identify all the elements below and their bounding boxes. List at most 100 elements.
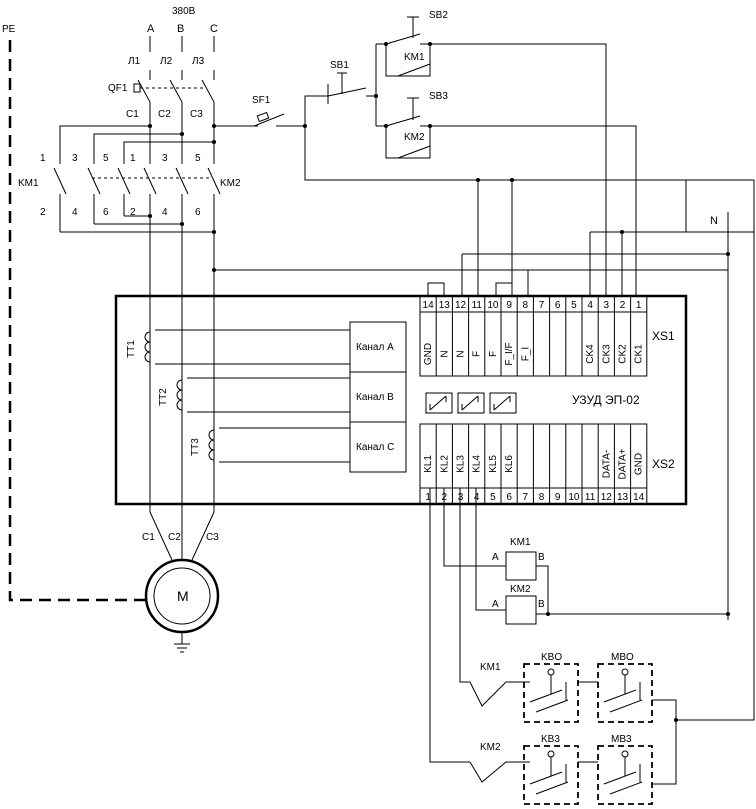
tt2-coil [176,377,350,413]
junction [510,178,514,182]
km1-pin-3: 3 [72,153,78,164]
xs2-pin: 10 [568,492,580,503]
kl4-to-km2 [475,488,506,611]
km2-label: KM2 [220,178,241,189]
junction [212,268,216,272]
xs1-signal-label: GND [423,343,434,365]
km2-hold-label: KM2 [404,132,425,143]
control-return [304,126,754,181]
sb3-label: SB3 [429,91,448,102]
xs1-signal-label: F [488,351,499,357]
xs1-pin: 8 [523,300,529,311]
relay-kl56-icon [489,392,517,414]
sb1-blade [327,87,367,97]
xs1-signal-label: F_I [520,347,531,361]
xs2-pin: 13 [617,492,629,503]
xs2-label: XS2 [652,457,675,471]
kbo-box [523,663,579,723]
km1-feed-c [123,141,214,148]
motor-terminal-c1: C1 [142,532,155,543]
junction [428,42,432,46]
junction [212,140,216,144]
sb1-label: SB1 [330,60,349,71]
ground-icon [174,632,190,653]
motor-rotor [153,567,211,625]
qf1-trip-element [133,83,141,93]
xs1-pin: 14 [423,300,435,311]
tt2-label: TT2 [158,388,169,406]
xs1-signal-label: CK2 [618,344,629,364]
km1-label: KM1 [18,178,39,189]
supply-voltage: 380В [172,6,196,17]
km2-pole-3-blade [175,167,189,195]
xs1-pin: 4 [587,300,593,311]
junction [476,178,480,182]
junction [212,124,216,128]
km1-pole-5-blade [117,167,131,195]
km1-pin-2: 2 [40,207,46,218]
km1-hold-label: KM1 [404,52,425,63]
coil-km1-b: B [538,552,545,563]
sb3-to-ck2 [420,125,637,296]
xs1-pin: 6 [555,300,561,311]
qf1-output-1: C1 [126,109,139,120]
xs1-pin: 2 [620,300,626,311]
coil-km1-label: KM1 [510,537,531,548]
junction [212,230,216,234]
xs1-pin: 3 [604,300,610,311]
qf1-label: QF1 [108,83,128,94]
km1-pole-3-blade [87,167,101,195]
pe-conductor [8,40,150,602]
aux-km1-contact [469,681,530,707]
xs2-pin: 4 [474,492,480,503]
xs2-signal-label: KL4 [472,455,483,473]
sb1-in [304,95,328,126]
km1-pin-6: 6 [103,207,109,218]
device-body [114,294,688,506]
coil-return [536,565,728,615]
phase-c-label: C [210,23,218,35]
mbo-label: MBO [611,652,634,663]
km2-pin-6: 6 [195,207,201,218]
km1-pole-1-blade [53,167,67,195]
junction [374,94,378,98]
sb2-to-ck1 [420,43,607,296]
qf1-pole-2-blade [169,79,183,103]
kbo-switch [529,668,569,713]
xs2-pin: 14 [633,492,645,503]
km1-pin-4: 4 [72,207,78,218]
km2-pole-5-blade [207,167,221,195]
kl2-to-km1 [443,488,506,567]
tt1-coil [144,329,350,365]
sb2-button [407,16,419,38]
xs2-signal-label: KL6 [504,455,515,473]
xs2-signal-label: KL5 [488,455,499,473]
pe-label: PE [2,24,16,35]
coil-km1-a: A [492,552,499,563]
channel-c-label: Канал C [356,442,394,453]
relay-kl12-contact [429,395,447,411]
sb3-button [407,97,419,120]
xs1-label: XS1 [652,329,675,343]
km1-holding-contact [397,63,431,77]
mb3-box [597,745,653,805]
xs1-signal-label: N [456,350,467,357]
kb3-switch [529,750,569,795]
qf1-input-3: Л3 [192,56,205,67]
motor-terminal-c3: C3 [206,532,219,543]
km1-pin-5: 5 [103,153,109,164]
kl3-wire [459,488,470,683]
tt3-label: TT3 [190,438,201,456]
km2-pin-1: 1 [130,153,136,164]
junction [384,124,388,128]
km2-pin-2: 2 [130,207,136,218]
xs1-pin: 12 [455,300,467,311]
junction [428,124,432,128]
qf1-pole-3-blade [201,79,215,103]
xs1-signal-label: CK3 [601,344,612,364]
motor-terminal-c2: C2 [168,532,181,543]
tt3-coil [208,427,350,463]
junction [148,124,152,128]
